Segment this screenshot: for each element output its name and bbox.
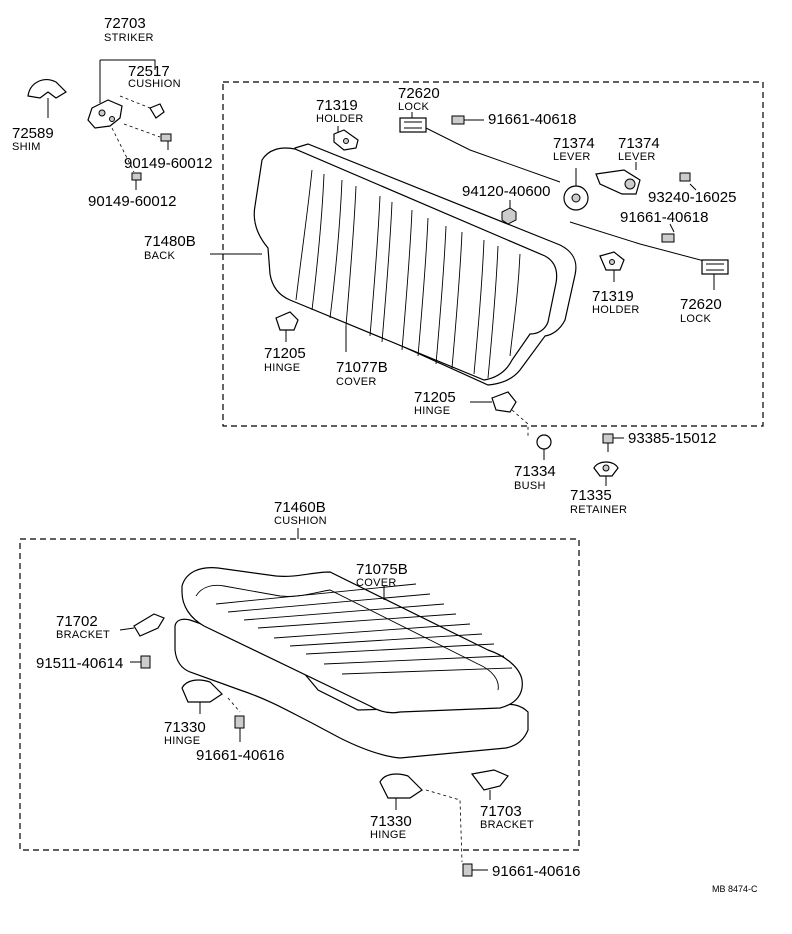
lock-upper-part (399, 112, 561, 183)
bolt-93385-number: 93385-15012 (628, 430, 716, 447)
holder-upper-part (333, 126, 359, 151)
screw-91661-40618-top-part (451, 115, 484, 125)
hinge-cushion-left-part (181, 679, 241, 714)
screw-91661-40616-left-part (234, 715, 245, 742)
striker-label: STRIKER (104, 32, 154, 44)
lock-upper-number: 72620 (398, 85, 440, 102)
seat-cushion-part (174, 567, 529, 759)
cushion-cover-number: 71075B (356, 561, 408, 578)
back-number: 71480B (144, 233, 196, 250)
striker-part (87, 59, 156, 129)
holder-upper-number: 71319 (316, 97, 358, 114)
hinge-back-right-part (470, 391, 529, 436)
bolt-91511-part (130, 655, 151, 669)
shim-number: 72589 (12, 125, 54, 142)
bolt-93385-part (602, 433, 624, 452)
rod-lower-part (569, 221, 709, 263)
cushion-assy-label: CUSHION (274, 515, 327, 527)
lever-left-label: LEVER (553, 151, 591, 163)
striker-number: 72703 (104, 15, 146, 32)
screw-91661-40616-bottom-part (462, 863, 488, 877)
hinge-cushion-right-part (379, 773, 463, 863)
hinge-cushion-right-number: 71330 (370, 813, 412, 830)
hinge-cushion-right-label: HINGE (370, 829, 406, 841)
back-cover-number: 71077B (336, 359, 388, 376)
retainer-number: 71335 (570, 487, 612, 504)
back-cover-label: COVER (336, 376, 377, 388)
bush-part (536, 434, 552, 460)
hinge-back-left-label: HINGE (264, 362, 300, 374)
retainer-label: RETAINER (570, 504, 627, 516)
screw-91661-40618-top-number: 91661-40618 (488, 111, 576, 128)
bush-number: 71334 (514, 463, 556, 480)
hinge-back-left-part (275, 311, 299, 342)
hinge-cushion-left-label: HINGE (164, 735, 200, 747)
cushion-assy-number: 71460B (274, 499, 326, 516)
screw-91661-40616-left-number: 91661-40616 (196, 747, 284, 764)
hinge-back-left-number: 71205 (264, 345, 306, 362)
holder-lower-number: 71319 (592, 288, 634, 305)
bolt-93240-part (679, 172, 697, 191)
bolt-93240-number: 93240-16025 (648, 189, 736, 206)
lock-upper-label: LOCK (398, 101, 430, 113)
lock-lower-number: 72620 (680, 296, 722, 313)
hinge-back-right-number: 71205 (414, 389, 456, 406)
seat-back-part (253, 143, 577, 386)
bracket-right-part (470, 769, 509, 800)
retainer-part (593, 461, 619, 486)
lever-right-part (595, 162, 641, 195)
cushion-cover-label: COVER (356, 577, 397, 589)
shim-label: SHIM (12, 141, 41, 153)
back-label: BACK (144, 250, 176, 262)
lock-lower-label: LOCK (680, 313, 712, 325)
cushion-72517-part (119, 95, 165, 119)
nut-94120-part (501, 200, 517, 225)
bracket-right-number: 71703 (480, 803, 522, 820)
lever-right-number: 71374 (618, 135, 660, 152)
bracket-left-label: BRACKET (56, 629, 110, 641)
bush-label: BUSH (514, 480, 546, 492)
bolt-90149-b (111, 127, 142, 190)
bracket-left-number: 71702 (56, 613, 98, 630)
hinge-back-right-label: HINGE (414, 405, 450, 417)
bracket-left-part (119, 613, 165, 637)
bolt-a-number: 90149-60012 (124, 155, 212, 172)
screw-91661-40616-bottom-number: 91661-40616 (492, 863, 580, 880)
lever-left-number: 71374 (553, 135, 595, 152)
nut-94120-number: 94120-40600 (462, 183, 550, 200)
lock-lower-part (701, 259, 729, 290)
lever-right-label: LEVER (618, 151, 656, 163)
bolt-90149-a (123, 123, 172, 150)
bolt-91511-number: 91511-40614 (36, 655, 123, 672)
lever-left-part (563, 168, 589, 211)
hinge-cushion-left-number: 71330 (164, 719, 206, 736)
holder-lower-part (599, 251, 625, 282)
bolt-b-number: 90149-60012 (88, 193, 176, 210)
cushion-72517-number: 72517 (128, 63, 170, 80)
holder-upper-label: HOLDER (316, 113, 364, 125)
holder-lower-label: HOLDER (592, 304, 640, 316)
seat-cushion-group-box (19, 538, 580, 851)
shim-part (27, 79, 67, 118)
drawing-code: MB 8474-C (712, 884, 758, 894)
bracket-right-label: BRACKET (480, 819, 534, 831)
screw-91661-40618-mid-number: 91661-40618 (620, 209, 708, 226)
cushion-72517-label: CUSHION (128, 78, 181, 90)
